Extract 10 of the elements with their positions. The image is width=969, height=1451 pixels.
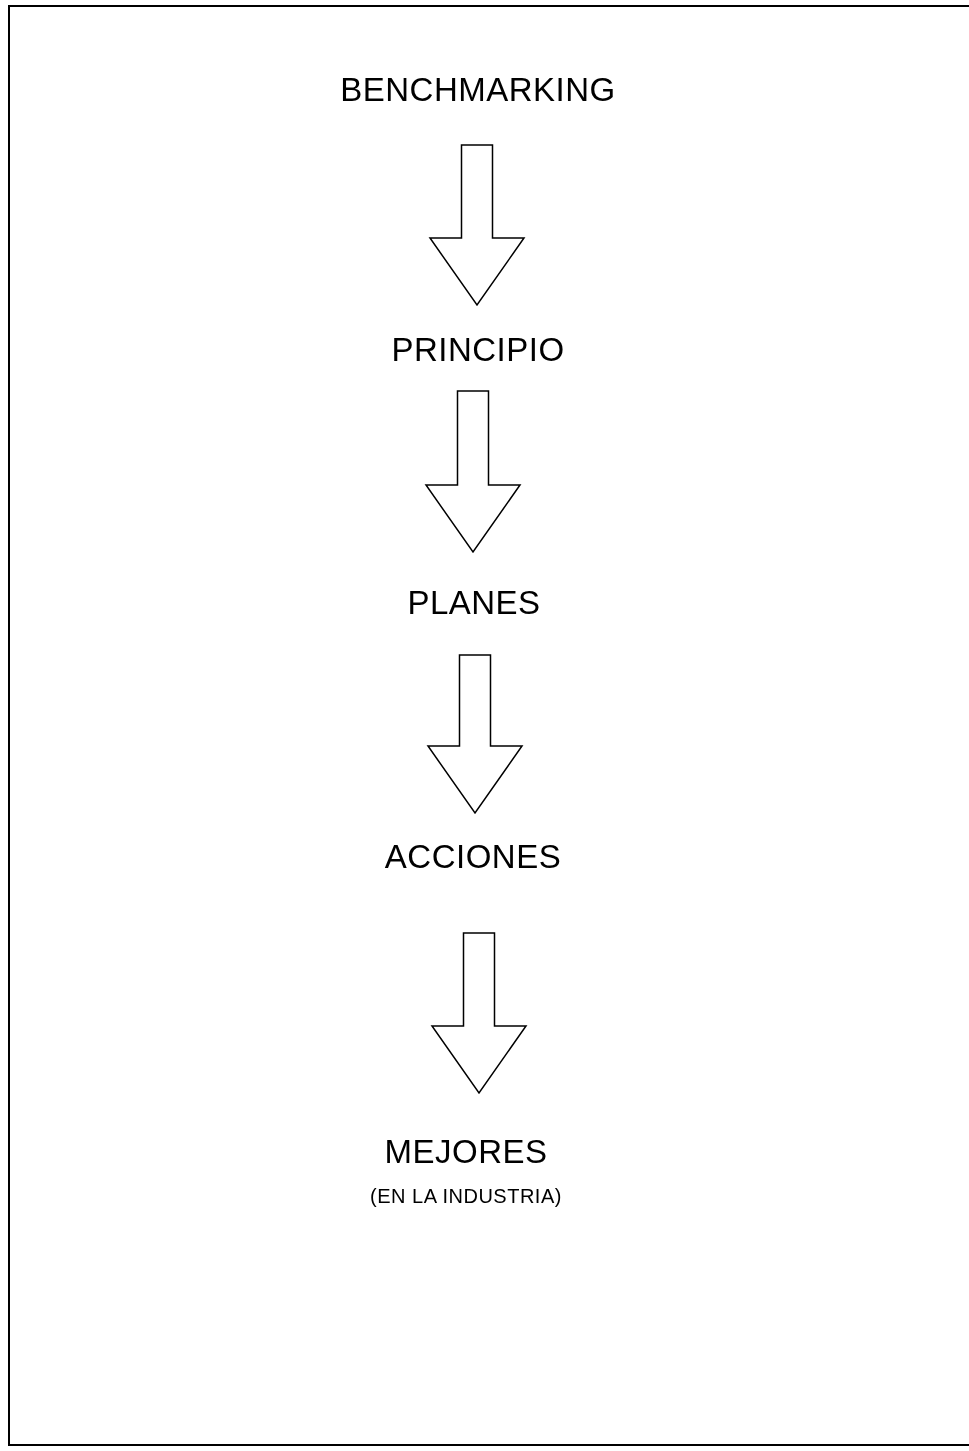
block-arrow (430, 932, 528, 1095)
step-label: BENCHMARKING (340, 70, 616, 110)
step-label: MEJORES (384, 1132, 548, 1172)
block-arrow (428, 144, 526, 307)
step-label: ACCIONES (384, 837, 562, 877)
step-label: PRINCIPIO (391, 330, 565, 370)
step-subtitle: (EN LA INDUSTRIA) (370, 1184, 562, 1208)
step-label: PLANES (407, 583, 541, 623)
block-arrow (426, 654, 524, 815)
block-arrow (424, 390, 522, 554)
